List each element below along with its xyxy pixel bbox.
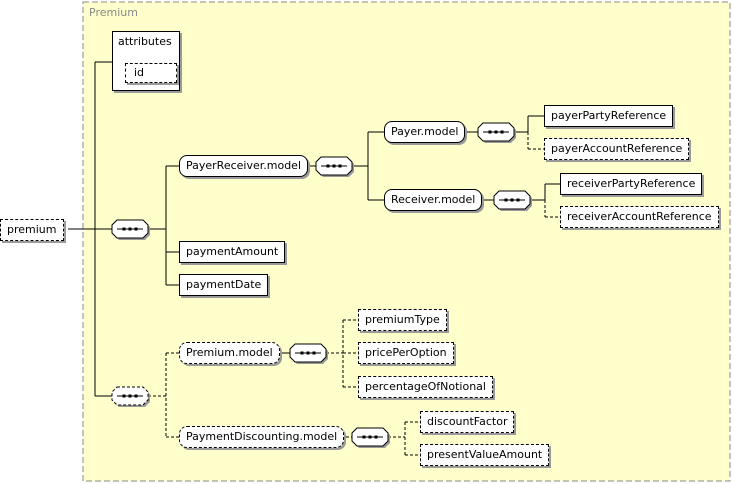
payer-model-group[interactable]: Payer.model — [384, 121, 466, 143]
receiver-party-reference-element[interactable]: receiverPartyReference — [560, 173, 703, 195]
payment-amount-element[interactable]: paymentAmount — [179, 241, 286, 263]
attribute-id[interactable]: id — [125, 63, 177, 83]
discount-factor-element[interactable]: discountFactor — [420, 411, 515, 433]
payer-receiver-model-group[interactable]: PayerReceiver.model — [179, 155, 309, 177]
percentage-of-notional-element[interactable]: percentageOfNotional — [358, 376, 493, 398]
group-label: Premium — [89, 6, 138, 19]
attributes-header: attributes — [118, 35, 172, 48]
present-value-amount-element[interactable]: presentValueAmount — [420, 444, 550, 466]
receiver-account-reference-element[interactable]: receiverAccountReference — [560, 206, 719, 228]
premium-root-element[interactable]: premium — [0, 219, 64, 241]
payment-date-element[interactable]: paymentDate — [179, 274, 269, 296]
premium-type-element[interactable]: premiumType — [358, 309, 447, 331]
payer-account-reference-element[interactable]: payerAccountReference — [544, 138, 690, 160]
attributes-box[interactable]: attributes id — [112, 31, 180, 91]
premium-model-group[interactable]: Premium.model — [179, 342, 280, 364]
price-per-option-element[interactable]: pricePerOption — [358, 342, 454, 364]
payment-discounting-model-group[interactable]: PaymentDiscounting.model — [179, 426, 345, 448]
payer-party-reference-element[interactable]: payerPartyReference — [544, 105, 674, 127]
receiver-model-group[interactable]: Receiver.model — [384, 189, 483, 211]
